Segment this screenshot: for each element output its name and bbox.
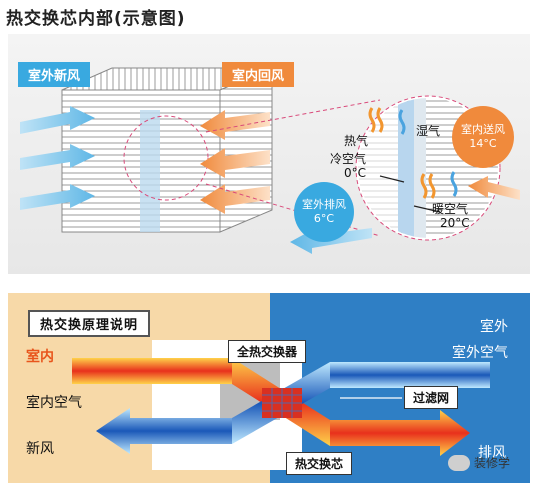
indoor-air-label: 室内空气 <box>26 395 82 411</box>
cold-air-label: 冷空气 <box>330 152 367 166</box>
outdoor-exhaust-temp: 6°C <box>313 212 335 225</box>
fresh-air-arrows <box>20 106 95 210</box>
warm-air-label: 暖空气 <box>432 202 469 216</box>
core-label: 热交换芯 <box>286 452 353 475</box>
principle-heading: 热交换原理说明 <box>28 310 151 337</box>
indoor-supply-badge: 室内送风 14°C <box>452 106 514 168</box>
moist-air-label: 湿气 <box>416 124 441 138</box>
exchanger-block <box>61 67 273 233</box>
full-exchanger-label: 全热交换器 <box>228 340 307 363</box>
outdoor-fresh-air-tag: 室外新风 <box>18 62 91 87</box>
core-grid <box>262 388 302 418</box>
cold-temp-label: 0°C <box>344 166 367 180</box>
return-air-arrows <box>200 110 270 214</box>
watermark-text: 装修学 <box>474 456 511 470</box>
indoor-label: 室内 <box>26 349 54 365</box>
exhaust-label: 排风 <box>478 445 506 461</box>
fresh-air-label: 新风 <box>26 441 54 457</box>
wechat-icon <box>448 454 470 471</box>
outdoor-label: 室外 <box>480 319 508 335</box>
indoor-supply-label: 室内送风 <box>461 123 505 136</box>
outdoor-exhaust-label: 室外排风 <box>302 198 346 211</box>
watermark: 装修学 <box>448 454 510 471</box>
indoor-return-air-tag: 室内回风 <box>222 62 295 87</box>
outdoor-air-label: 室外空气 <box>452 345 508 361</box>
warm-temp-label: 20°C <box>440 216 470 230</box>
outdoor-exhaust-badge: 室外排风 6°C <box>294 182 354 242</box>
indoor-supply-temp: 14°C <box>469 137 497 150</box>
heat-air-label: 热气 <box>344 134 369 148</box>
filter-label: 过滤网 <box>404 386 459 409</box>
page-title: 热交换芯内部(示意图) <box>6 9 186 29</box>
